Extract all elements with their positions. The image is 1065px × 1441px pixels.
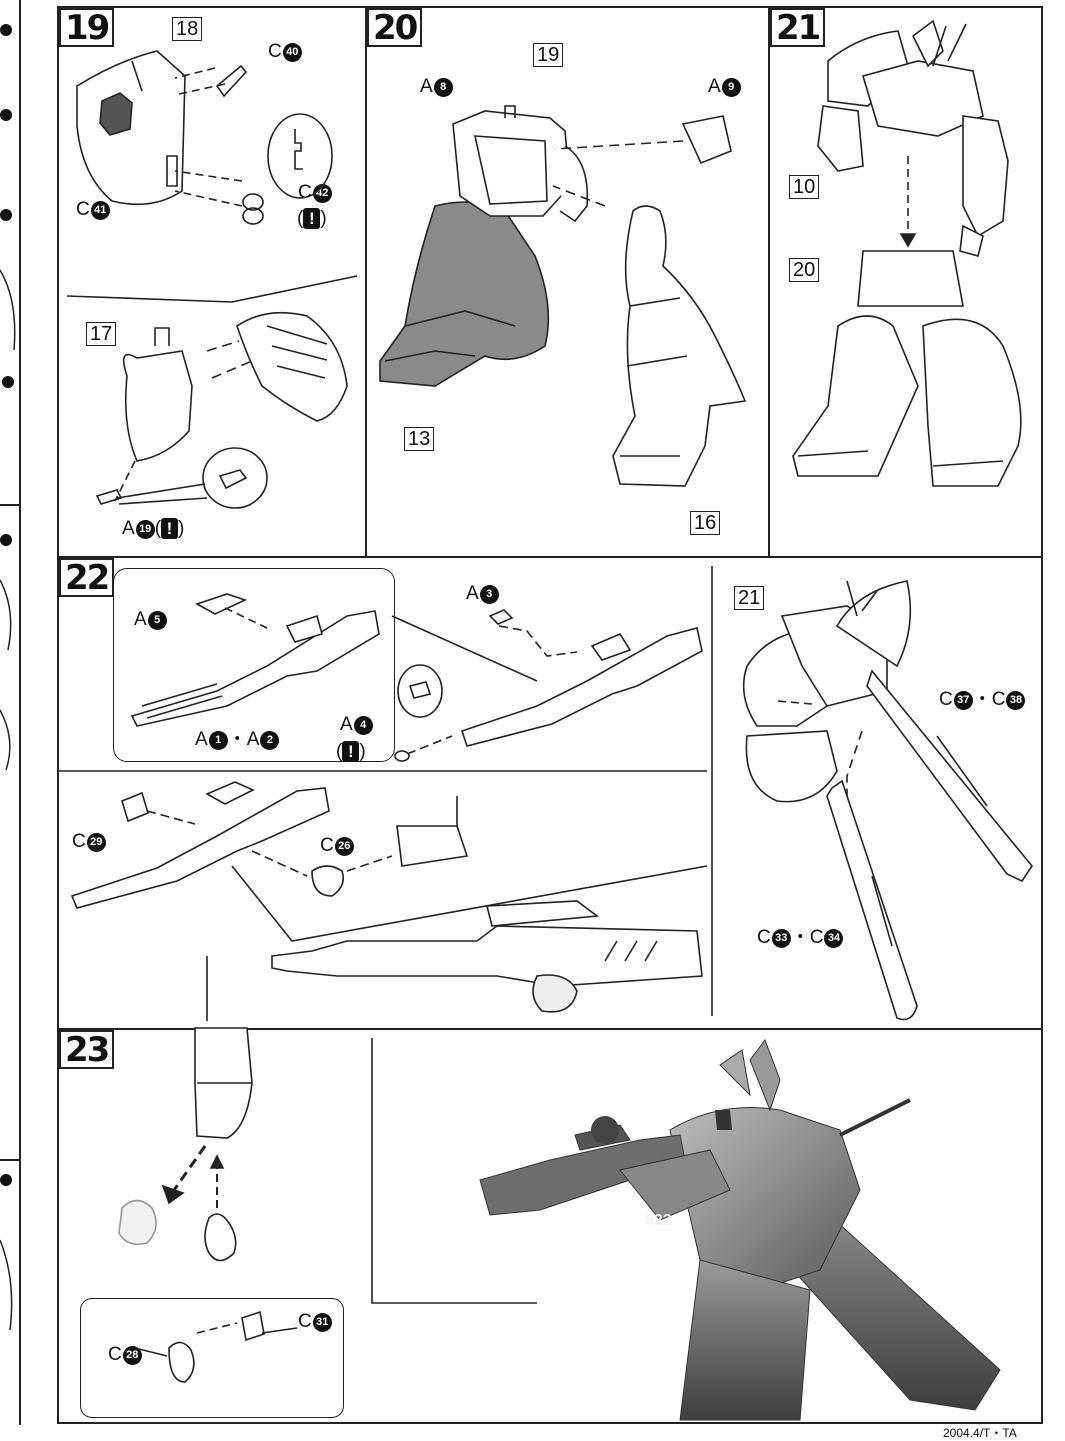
step-20-number: 20 [367,8,423,47]
step-23-number: 23 [59,1030,115,1069]
step-22-illustration-icon [57,566,1033,1021]
part-ref-19: 19 [533,43,564,67]
warning-icon: ! [303,208,321,229]
step-21-illustration-icon [792,19,1022,487]
part-ref-21: 21 [734,586,765,610]
step-22-inset [113,568,395,762]
decal-text: 522 [645,1212,672,1229]
warning-c42: (!) [297,208,327,229]
model-photo: 522 [479,1038,1001,1421]
part-ref-17: 17 [86,322,117,346]
step-23-panel [57,1028,1043,1424]
step-20-illustration-icon [379,105,747,487]
part-ref-16: 16 [690,511,721,535]
prev-page-fragments-icon [0,0,21,1425]
step-22-number: 22 [59,558,115,597]
prev-page-strip [0,0,22,1425]
warning-icon: ! [342,741,360,762]
step-21-number: 21 [770,8,826,47]
part-ref-13: 13 [404,427,435,451]
part-ref-18: 18 [172,17,203,41]
part-ref-10: 10 [789,175,820,199]
part-ref-20: 20 [789,258,820,282]
warning-icon: ! [161,518,179,539]
step-19-illustration-icon [66,50,358,509]
step-23-illustration-icon [118,1027,537,1383]
footer-code: 2004.4/T・TA [943,1426,1017,1440]
step-19-number: 19 [59,8,115,47]
warning-a4: (!) [336,741,366,762]
